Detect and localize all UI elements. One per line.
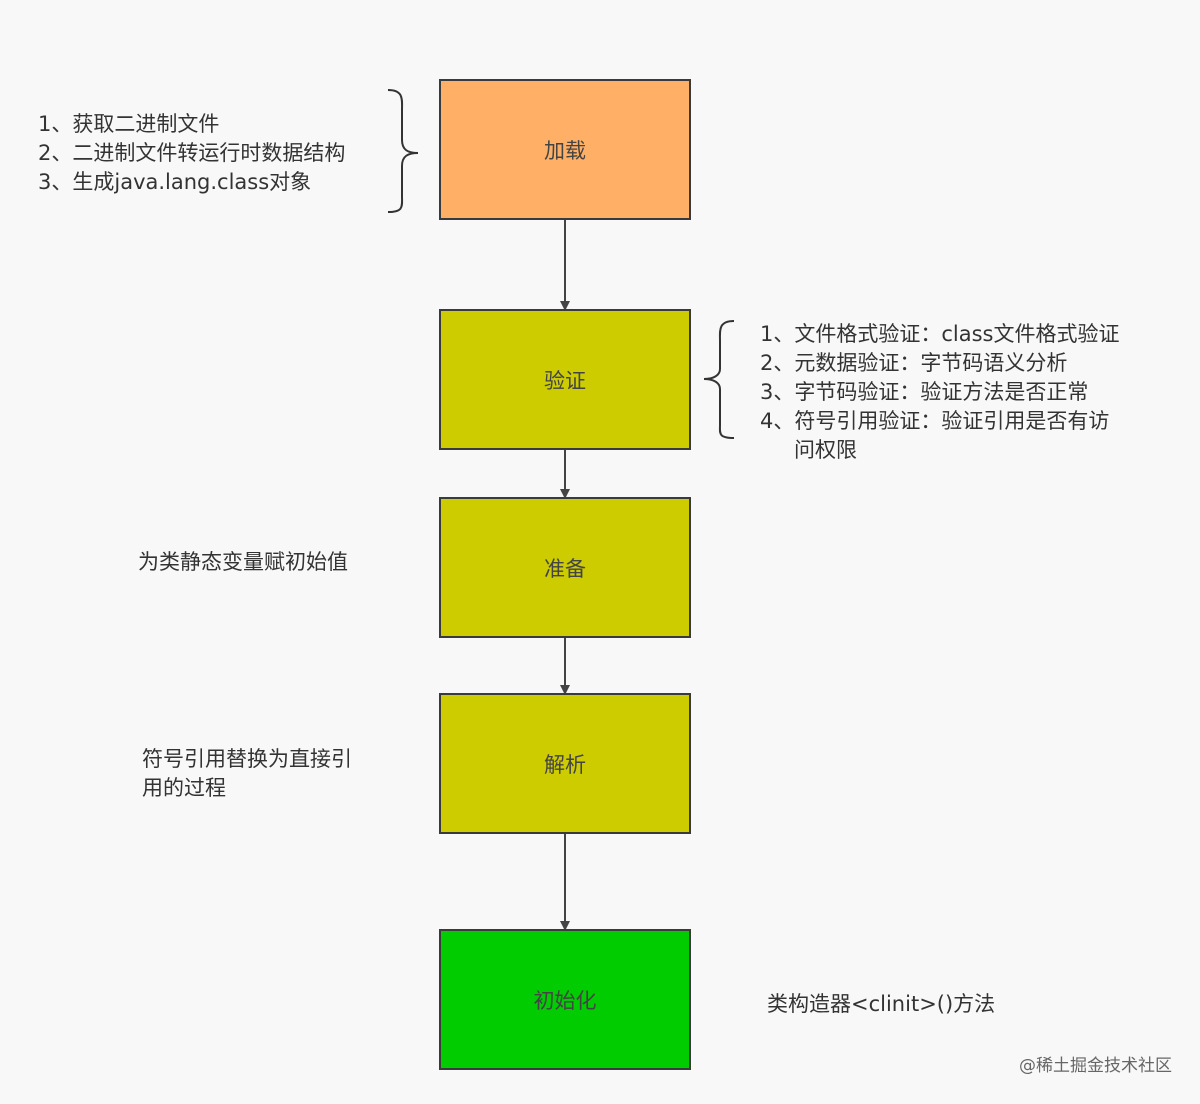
brace-load	[387, 89, 419, 213]
stage-box-verify: 验证	[439, 309, 691, 450]
stage-label-verify: 验证	[544, 368, 586, 393]
note-resolve-line: 用的过程	[142, 776, 226, 800]
note-prepare-line: 为类静态变量赋初始值	[138, 550, 348, 574]
note-verify-line: 1、文件格式验证：class文件格式验证	[760, 322, 1120, 346]
watermark: @稀土掘金技术社区	[1019, 1056, 1172, 1076]
note-resolve: 符号引用替换为直接引 用的过程	[142, 745, 352, 803]
note-init-line: 类构造器<clinit>()方法	[767, 992, 996, 1016]
note-load-line: 2、二进制文件转运行时数据结构	[38, 141, 346, 165]
note-load-line: 3、生成java.lang.class对象	[38, 170, 312, 194]
note-verify-line: 问权限	[794, 438, 857, 462]
note-resolve-line: 符号引用替换为直接引	[142, 747, 352, 771]
note-load-line: 1、获取二进制文件	[38, 112, 220, 136]
note-load: 1、获取二进制文件 2、二进制文件转运行时数据结构 3、生成java.lang.…	[38, 110, 345, 197]
note-prepare: 为类静态变量赋初始值	[138, 548, 348, 577]
stage-label-load: 加载	[544, 138, 586, 163]
note-verify-line: 4、符号引用验证：验证引用是否有访	[760, 409, 1110, 433]
brace-verify	[703, 320, 735, 439]
note-verify-line: 3、字节码验证：验证方法是否正常	[760, 380, 1089, 404]
stage-box-load: 加载	[439, 79, 691, 220]
note-init: 类构造器<clinit>()方法	[767, 990, 995, 1019]
stage-label-resolve: 解析	[544, 752, 586, 777]
note-verify-line: 2、元数据验证：字节码语义分析	[760, 351, 1068, 375]
stage-label-init: 初始化	[533, 988, 597, 1013]
stage-box-init: 初始化	[439, 929, 691, 1070]
note-verify: 1、文件格式验证：class文件格式验证 2、元数据验证：字节码语义分析 3、字…	[760, 320, 1120, 465]
stage-box-prepare: 准备	[439, 497, 691, 638]
stage-label-prepare: 准备	[544, 556, 586, 581]
stage-box-resolve: 解析	[439, 693, 691, 834]
